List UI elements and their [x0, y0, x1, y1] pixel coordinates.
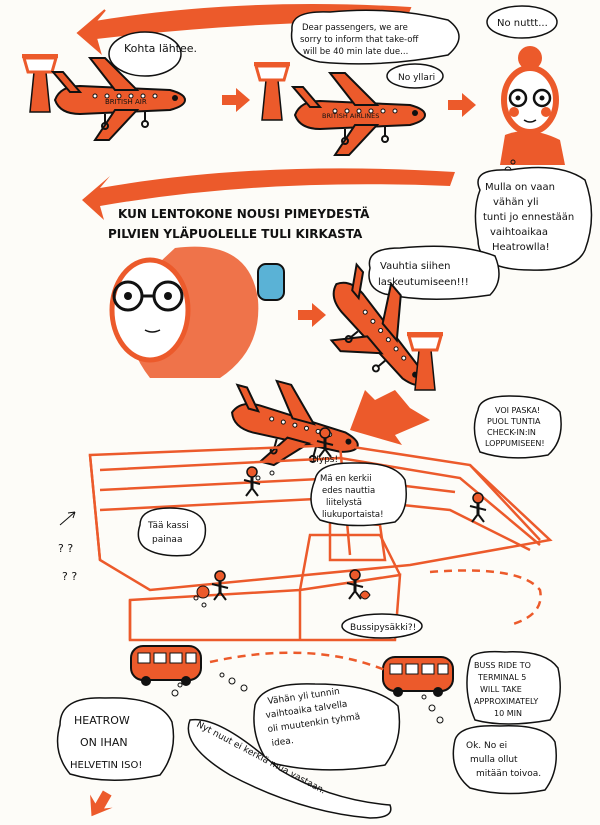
- announcement-bubble: [290, 9, 460, 65]
- ok-bubble: [452, 725, 557, 795]
- plane2-label: BRITISH AIRLINES: [322, 112, 379, 120]
- plane1-label: BRITISH AIR: [105, 98, 147, 106]
- arrow-right-icon: [448, 93, 476, 117]
- bus-ride-line-5: 10 MIN: [494, 709, 522, 718]
- nyt-bubble: [187, 718, 392, 819]
- runner-figure: [468, 491, 488, 524]
- bubble-no-ylla: No yllari: [398, 73, 435, 83]
- bus-ride-bubble: [466, 650, 561, 725]
- bubble-tower: Kohta lähtee.: [124, 42, 197, 55]
- caption-line-2: PILVIEN YLÄPUOLELLE TULI KIRKASTA: [108, 226, 363, 241]
- thought-line-3: tunti jo ennestään: [483, 212, 574, 223]
- kerkii-line-4: liukuportaista!: [322, 510, 384, 520]
- thought-line-2: vähän yli: [493, 197, 539, 208]
- heatrow-line-1: HEATROW: [74, 714, 130, 727]
- thought-bubble: [474, 166, 593, 271]
- ok-line-2: mulla ollut: [470, 755, 518, 765]
- bag-icon: [196, 585, 210, 599]
- kassi-bubble: [137, 507, 207, 557]
- arrow-down-icon: [90, 790, 113, 817]
- bubble-bus-question: Bussipysäkki?!: [350, 623, 416, 633]
- landing-line-1: Vauhtia siihen: [380, 261, 450, 272]
- voi-paska-line-4: LOPPUMISEEN!: [485, 439, 545, 448]
- kerkii-line-3: liitelystä: [326, 498, 362, 508]
- airplane-window-icon: [257, 263, 285, 301]
- kerkii-line-2: edes nauttia: [322, 486, 375, 496]
- curved-arrow-mid: [82, 168, 455, 220]
- bus-ride-line-3: WILL TAKE: [480, 685, 522, 694]
- control-tower-icon: [20, 54, 60, 114]
- heatrow-line-3: HELVETIN ISO!: [70, 760, 142, 771]
- ok-line-1: Ok. No ei: [466, 741, 507, 751]
- arrow-right-icon: [222, 88, 250, 112]
- svg-text:? ?: ? ?: [58, 542, 73, 555]
- hyps-exclamation: Hyps!: [312, 455, 338, 465]
- thought-dots: [171, 470, 444, 724]
- arrow-down-left-icon: [350, 390, 430, 445]
- kassi-line-2: painaa: [152, 535, 182, 545]
- bubble-no-nuttt: No nuttt...: [497, 18, 548, 29]
- bus-ride-line-1: BUSS RIDE TO: [474, 661, 531, 670]
- heatrow-bubble: [56, 697, 175, 781]
- caption-line-1: KUN LENTOKONE NOUSI PIMEYDESTÄ: [118, 206, 370, 221]
- thought-line-1: Mulla on vaan: [485, 182, 555, 193]
- voi-paska-line-2: PUOL TUNTIA: [487, 417, 541, 426]
- landing-line-2: laskeutumiseen!!!: [378, 277, 469, 288]
- dashed-path: [209, 651, 386, 672]
- terminal-drawing: [88, 443, 553, 642]
- announcement-line-3: will be 40 min late due...: [303, 47, 408, 57]
- landing-bubble: [368, 245, 500, 301]
- control-tower-icon: [252, 62, 292, 122]
- vahan-line-4: idea.: [271, 736, 294, 749]
- kassi-line-1: Tää kassi: [147, 521, 189, 531]
- dashed-path: [429, 569, 542, 627]
- thought-line-5: Heatrowlla!: [492, 242, 550, 253]
- voi-paska-line-1: VOI PASKA!: [495, 406, 540, 415]
- voi-paska-bubble: [473, 395, 562, 459]
- bus-ride-line-2: TERMINAL 5: [477, 673, 526, 682]
- window-passenger: [109, 246, 285, 378]
- announcement-line-2: sorry to inform that take-off: [300, 35, 419, 45]
- bus-ride-line-4: APPROXIMATELY: [474, 697, 538, 706]
- kerkii-bubble: [310, 462, 407, 527]
- bus-icon: [382, 656, 454, 698]
- question-marks: ? ? ? ?: [58, 511, 77, 583]
- kerkii-line-1: Mä en kerkii: [320, 474, 372, 484]
- bus-icon: [130, 645, 202, 687]
- svg-text:? ?: ? ?: [62, 570, 77, 583]
- bag-icon: [359, 590, 371, 600]
- announcement-line-1: Dear passengers, we are: [302, 23, 408, 33]
- heatrow-line-2: ON IHAN: [80, 736, 128, 749]
- thought-line-4: vaihtoaikaa: [490, 227, 548, 238]
- ok-line-3: mitään toivoa.: [476, 769, 541, 779]
- arrow-right-icon: [298, 303, 326, 327]
- woman-portrait: [500, 46, 565, 165]
- voi-paska-line-3: CHECK-IN:IN: [487, 428, 536, 437]
